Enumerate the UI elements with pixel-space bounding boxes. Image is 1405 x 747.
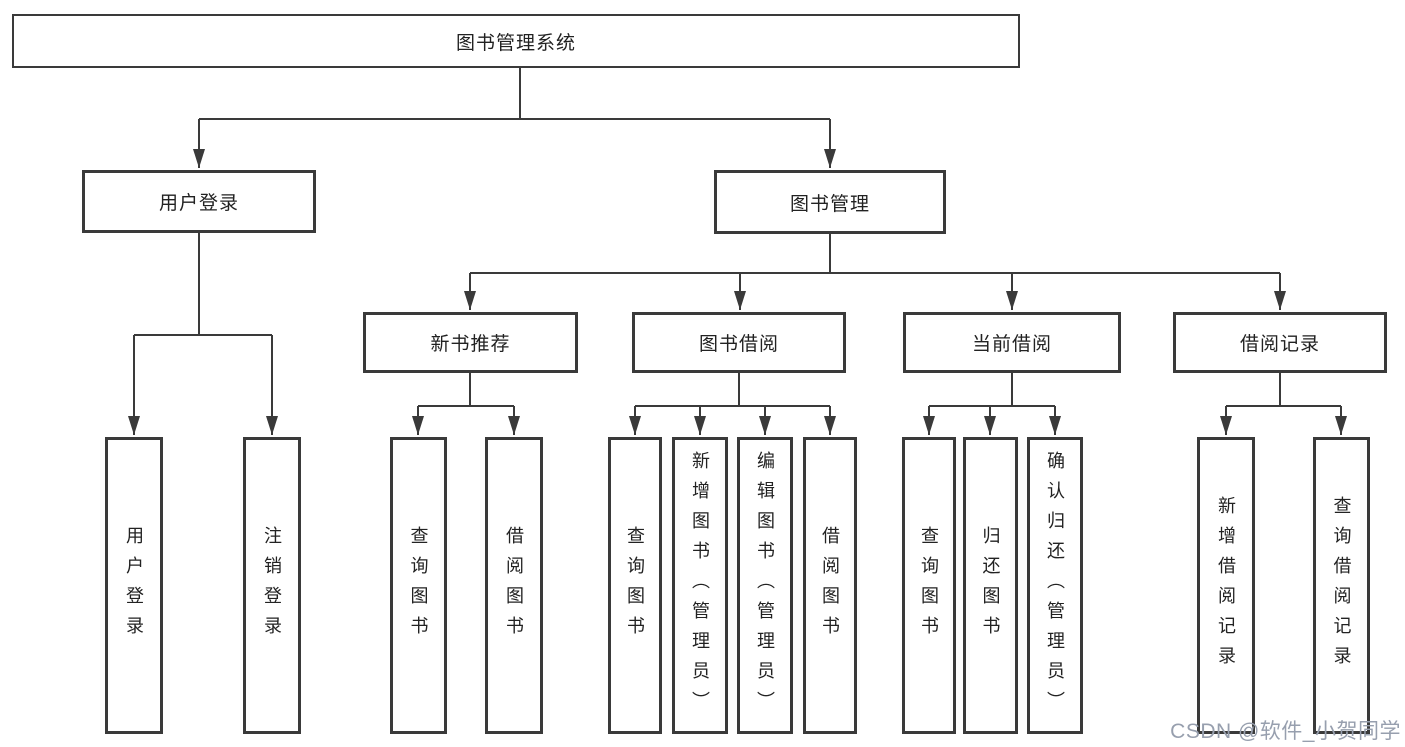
node-label: 用户登录 — [124, 525, 144, 646]
node-label: 编辑图书（管理员） — [755, 450, 775, 721]
node-label: 借阅记录 — [1239, 334, 1320, 355]
node-label: 图书借阅 — [698, 334, 779, 355]
node-label: 查询图书 — [408, 525, 429, 646]
csdn-watermark: CSDN @软件_小贺同学 — [1170, 720, 1401, 743]
leaf-query-books-borrowing: 查询图书 — [608, 437, 662, 734]
node-label: 新增图书（管理员） — [690, 450, 710, 721]
node-label: 查询图书 — [919, 525, 939, 646]
node-book-borrowing: 图书借阅 — [632, 312, 846, 373]
leaf-logout: 注销登录 — [243, 437, 301, 734]
leaf-query-borrow-record: 查询借阅记录 — [1313, 437, 1370, 734]
leaf-query-books-recommend: 查询图书 — [390, 437, 447, 734]
leaf-borrow-books: 借阅图书 — [803, 437, 857, 734]
node-label: 借阅图书 — [820, 525, 840, 646]
node-new-book-recommend: 新书推荐 — [363, 312, 578, 373]
node-label: 新书推荐 — [430, 334, 511, 355]
node-label: 归还图书 — [980, 525, 1001, 646]
node-label: 确认归还（管理员） — [1045, 450, 1065, 721]
node-label: 借阅图书 — [504, 525, 524, 646]
node-label: 图书管理系统 — [455, 32, 576, 54]
node-user-login: 用户登录 — [82, 170, 316, 233]
leaf-query-books-current: 查询图书 — [902, 437, 956, 734]
leaf-return-books: 归还图书 — [963, 437, 1018, 734]
node-label: 查询图书 — [625, 525, 645, 646]
node-label: 当前借阅 — [971, 334, 1052, 355]
leaf-add-books-admin: 新增图书（管理员） — [672, 437, 728, 734]
node-library-system: 图书管理系统 — [12, 14, 1020, 68]
node-label: 新增借阅记录 — [1216, 495, 1236, 676]
node-book-management: 图书管理 — [714, 170, 946, 234]
leaf-borrow-books-recommend: 借阅图书 — [485, 437, 543, 734]
node-borrowing-records: 借阅记录 — [1173, 312, 1387, 373]
node-label: 注销登录 — [262, 525, 282, 646]
leaf-confirm-return-admin: 确认归还（管理员） — [1027, 437, 1083, 734]
leaf-edit-books-admin: 编辑图书（管理员） — [737, 437, 793, 734]
leaf-add-borrow-record: 新增借阅记录 — [1197, 437, 1255, 734]
leaf-user-login: 用户登录 — [105, 437, 163, 734]
node-label: 用户登录 — [158, 193, 239, 214]
node-label: 图书管理 — [789, 193, 870, 215]
node-current-borrowing: 当前借阅 — [903, 312, 1121, 373]
node-label: 查询借阅记录 — [1331, 495, 1352, 676]
